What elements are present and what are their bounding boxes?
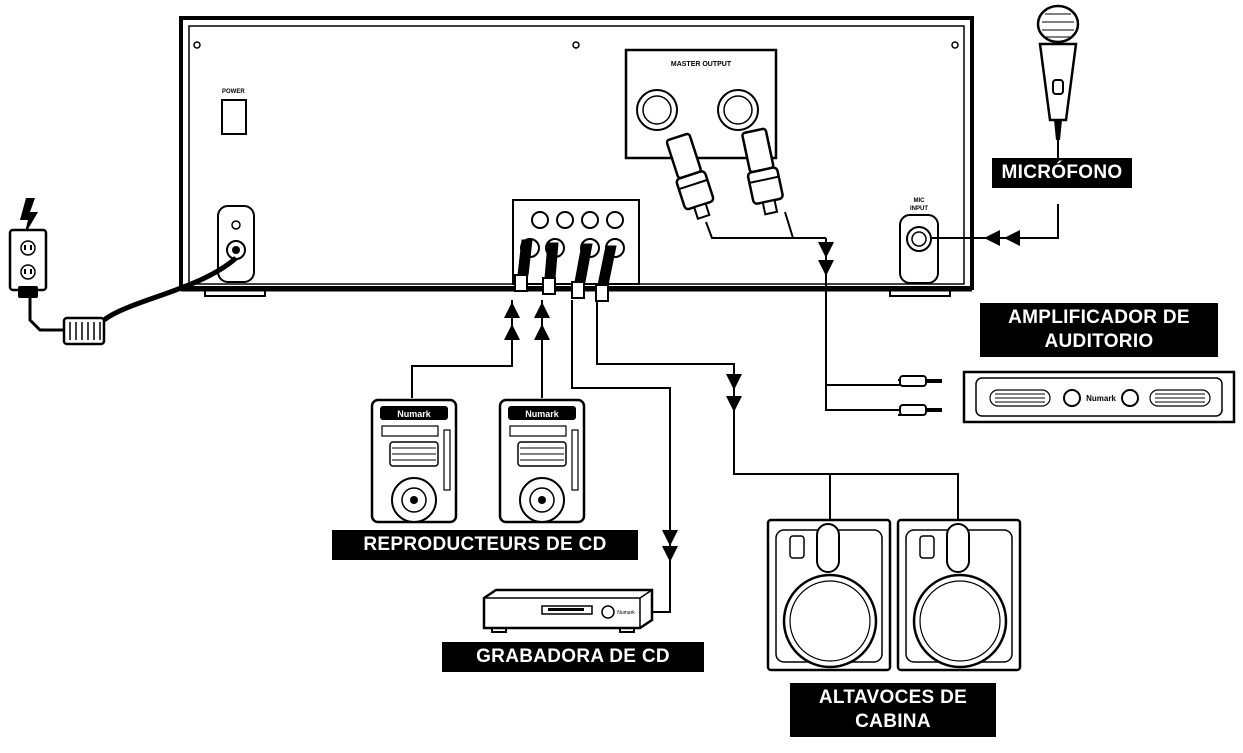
screw-icon [193,41,201,49]
cd-player-1: Numark [370,398,458,524]
cd-recorder-brand: Numark [617,610,635,616]
power-switch: POWER [221,89,247,135]
label-microphone: MICRÓFONO [992,158,1132,188]
cd-player-1-brand: Numark [397,409,432,419]
power-jack [217,205,255,283]
label-amplifier-line1: AMPLIFICADOR DE [1008,307,1190,328]
amplifier-brand: Numark [1086,394,1116,403]
speaker-left [766,518,892,672]
label-cd-players-text: REPRODUCTEURS DE CD [363,534,607,555]
label-booth-speakers-line1: ALTAVOCES DE [818,687,968,708]
cd-recorder-device: Numark [482,588,654,633]
xlr-plug-right [741,127,784,216]
screw-icon [951,41,959,49]
high-voltage-icon [20,198,38,236]
cables [28,204,1059,613]
xlr-plug-left [665,132,715,220]
power-adapter [62,316,106,346]
microphone-icon [1036,4,1080,164]
cd-player-2-brand: Numark [525,409,560,419]
mic-input-label-line2: INPUT [910,206,928,212]
label-amplifier-line2: AUDITORIO [1044,331,1154,352]
mic-input-label-line1: MIC [914,198,926,204]
rca-plugs [514,239,617,302]
cd-player-2: Numark [498,398,586,524]
amplifier-device: Numark [898,370,1236,424]
label-booth-speakers: ALTAVOCES DE CABINA [790,683,996,737]
label-cd-recorder-text: GRABADORA DE CD [476,646,670,667]
power-label: POWER [222,89,245,95]
label-cd-players: REPRODUCTEURS DE CD [332,530,638,560]
label-amplifier: AMPLIFICADOR DE AUDITORIO [980,303,1218,357]
label-cd-recorder: GRABADORA DE CD [442,642,704,672]
mic-input-jack: MIC INPUT [899,198,939,284]
label-microphone-text: MICRÓFONO [1001,162,1123,183]
master-output-label: MASTER OUTPUT [671,61,732,68]
label-booth-speakers-line2: CABINA [855,711,931,732]
screw-icon [572,41,580,49]
wall-outlet [8,198,48,298]
speaker-right [896,518,1022,672]
